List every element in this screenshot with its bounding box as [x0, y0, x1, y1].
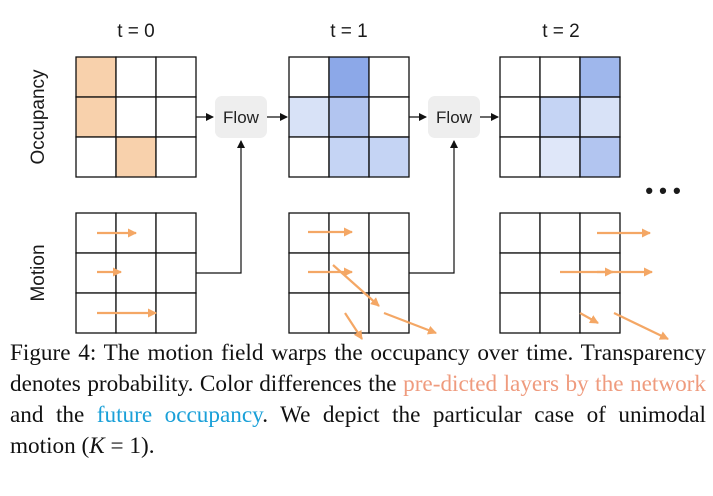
occupancy-cell	[539, 56, 581, 98]
motion-cell	[155, 292, 197, 334]
motion-cell	[368, 292, 410, 334]
occupancy-cell	[155, 96, 197, 138]
motion-cell	[328, 292, 370, 334]
occupancy-cell	[328, 96, 370, 138]
occupancy-cell	[115, 136, 157, 178]
flow-label-1: Flow	[223, 108, 260, 127]
motion-cell	[155, 212, 197, 254]
motion-cell	[115, 252, 157, 294]
motion-vector-arrow	[383, 311, 437, 335]
occupancy-cell	[75, 56, 117, 98]
flow-box-2: Flow	[428, 96, 480, 138]
occupancy-cell	[288, 56, 330, 98]
occupancy-cell	[539, 96, 581, 138]
occupancy-cell	[579, 136, 621, 178]
occupancy-cell	[579, 96, 621, 138]
occupancy-grid-t1	[288, 56, 410, 178]
caption-predicted-layers: pre-dicted layers by the network	[403, 371, 706, 397]
caption-text-3: . We depict the particular case of unimo…	[10, 402, 706, 459]
arrow-mot1-to-flow2	[409, 140, 458, 274]
motion-vector-arrow	[332, 264, 380, 307]
occupancy-cell	[328, 136, 370, 178]
caption-text-2: and the	[10, 402, 97, 428]
flow-box-1: Flow	[215, 96, 267, 138]
motion-cell	[499, 292, 541, 334]
motion-grid-t1	[288, 212, 437, 340]
motion-cell	[539, 212, 581, 254]
motion-cell	[539, 292, 581, 334]
occupancy-cell	[288, 136, 330, 178]
caption-math-variable: K	[89, 433, 105, 459]
caption-text-4: ).	[140, 433, 155, 459]
occupancy-grid-t2	[499, 56, 621, 178]
motion-grid-t2	[499, 212, 669, 340]
occupancy-grid-t0	[75, 56, 197, 178]
motion-cell	[499, 212, 541, 254]
occupancy-cell	[75, 96, 117, 138]
occupancy-cell	[539, 136, 581, 178]
row-label-occupancy: Occupancy	[28, 69, 49, 165]
motion-vector-arrow	[613, 312, 669, 340]
occupancy-cell	[499, 96, 541, 138]
figure-caption: Figure 4: The motion field warps the occ…	[10, 338, 706, 462]
row-label-motion: Motion	[28, 244, 49, 301]
motion-occupancy-diagram: t = 0 t = 1 t = 2 Occupancy Motion Flow …	[28, 21, 681, 340]
time-label-1: t = 1	[330, 21, 368, 42]
occupancy-cell	[115, 96, 157, 138]
motion-cell	[368, 252, 410, 294]
motion-grid-t0	[75, 212, 197, 334]
motion-cell	[368, 212, 410, 254]
occupancy-cell	[368, 56, 410, 98]
caption-text-1: Figure 4: The motion field warps the occ…	[10, 340, 706, 397]
occupancy-cell	[115, 56, 157, 98]
caption-math-rest: = 1	[104, 433, 141, 459]
motion-cell	[155, 252, 197, 294]
occupancy-cell	[368, 136, 410, 178]
motion-cell	[288, 292, 330, 334]
occupancy-cell	[288, 96, 330, 138]
motion-cell	[499, 252, 541, 294]
motion-vector-arrow	[579, 312, 599, 324]
time-label-0: t = 0	[117, 21, 155, 42]
occupancy-cell	[579, 56, 621, 98]
occupancy-cell	[328, 56, 370, 98]
time-label-2: t = 2	[542, 21, 580, 42]
ellipsis: • • •	[645, 178, 680, 203]
motion-vector-arrow	[344, 312, 363, 340]
occupancy-cell	[155, 136, 197, 178]
occupancy-cell	[499, 56, 541, 98]
occupancy-cell	[499, 136, 541, 178]
caption-future-occupancy: future occupancy	[96, 402, 263, 428]
occupancy-cell	[75, 136, 117, 178]
occupancy-cell	[368, 96, 410, 138]
occupancy-cell	[155, 56, 197, 98]
flow-label-2: Flow	[436, 108, 473, 127]
arrow-mot0-to-flow1	[196, 140, 245, 274]
